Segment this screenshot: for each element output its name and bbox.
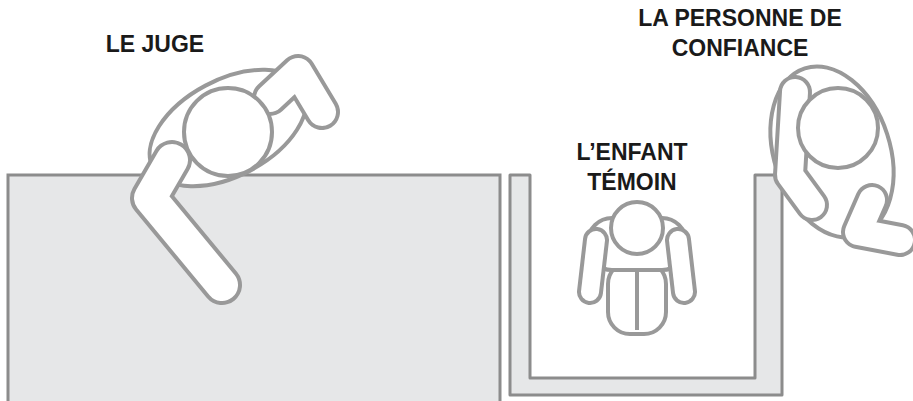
child-arm xyxy=(590,240,596,292)
judge-arm xyxy=(150,160,222,285)
child-arm xyxy=(678,240,684,292)
child-legs xyxy=(608,262,666,334)
judge-head xyxy=(184,88,272,176)
trusted-person-label: LA PERSONNE DE CONFIANCE xyxy=(638,4,843,64)
trusted-person-arm xyxy=(858,200,900,240)
child-arm-outline xyxy=(678,240,684,292)
judge-bench xyxy=(8,175,500,401)
judge-arm-outline xyxy=(150,160,222,285)
trusted-person-figure xyxy=(750,50,913,253)
trusted-person-head xyxy=(798,88,878,168)
judge-label: LE JUGE xyxy=(70,30,240,60)
child-figure xyxy=(588,202,686,334)
child-arm-outline xyxy=(590,240,596,292)
witness-box xyxy=(510,175,782,395)
trusted-person-arm-outline xyxy=(858,200,900,240)
judge-figure xyxy=(130,46,325,285)
judge-arm xyxy=(270,72,322,112)
child-head xyxy=(611,202,663,254)
child-witness-label: L’ENFANT TÉMOIN xyxy=(562,138,702,198)
judge-arm-outline xyxy=(270,72,322,112)
trusted-person-body xyxy=(750,50,913,253)
child-legs-split xyxy=(635,272,639,330)
